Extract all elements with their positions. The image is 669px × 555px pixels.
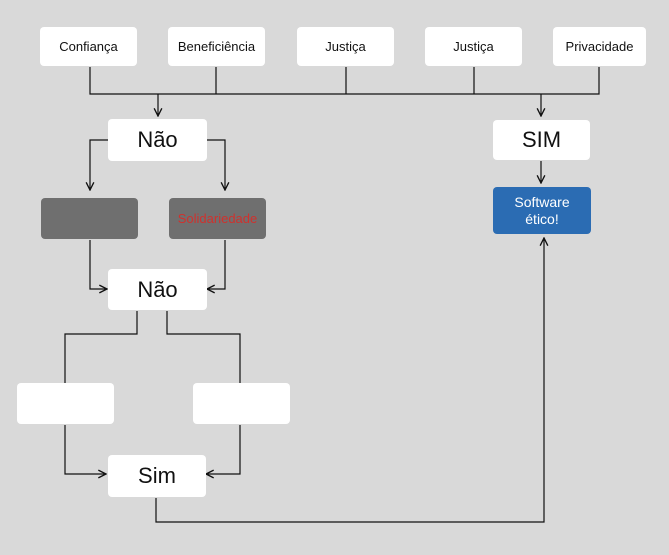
bus-line: [89, 67, 600, 95]
arrow-right-to-sim: [206, 425, 241, 474]
option-box-empty-right: [193, 383, 290, 424]
principle-label: Privacidade: [565, 39, 634, 54]
nao-label: Não: [137, 276, 178, 302]
solidariedade-label: Solidariedade: [177, 211, 258, 226]
option-box-solidariedade: Solidariedade: [169, 198, 266, 239]
principle-confianca: Confiança: [40, 27, 137, 66]
principle-privacidade: Privacidade: [553, 27, 646, 66]
arrow-right-to-nao2: [207, 240, 226, 289]
option-box-empty-left: [17, 383, 114, 424]
line-nao2-left: [64, 311, 138, 383]
sim-label: SIM: [521, 127, 562, 152]
principle-label: Justiça: [453, 39, 494, 54]
arrow-left-to-sim: [64, 425, 106, 474]
arrow-nao-left: [90, 139, 108, 190]
arrow-sim-bottom-to-result: [155, 238, 544, 523]
arrow-left-to-nao2: [89, 240, 107, 289]
nao-label: Não: [137, 127, 178, 152]
principle-beneficiencia: Beneficiência: [168, 27, 265, 66]
result-line-2: ético!: [525, 210, 559, 227]
principle-justica-1: Justiça: [297, 27, 394, 66]
result-line-1: Software: [514, 193, 570, 210]
principle-label: Confiança: [59, 39, 118, 54]
nao-node-top: Não: [108, 119, 207, 161]
sim-label: Sim: [138, 463, 176, 488]
nao-node-middle: Não: [108, 269, 207, 310]
sim-node: SIM: [493, 120, 590, 160]
sim-node-bottom: Sim: [108, 455, 206, 497]
principle-justica-2: Justiça: [425, 27, 522, 66]
result-software-etico: Software ético!: [493, 187, 591, 234]
arrow-nao-right: [207, 139, 225, 190]
principle-label: Justiça: [325, 39, 366, 54]
line-nao2-right: [166, 311, 241, 383]
option-box-gray-left: [41, 198, 138, 239]
principle-label: Beneficiência: [177, 39, 256, 54]
